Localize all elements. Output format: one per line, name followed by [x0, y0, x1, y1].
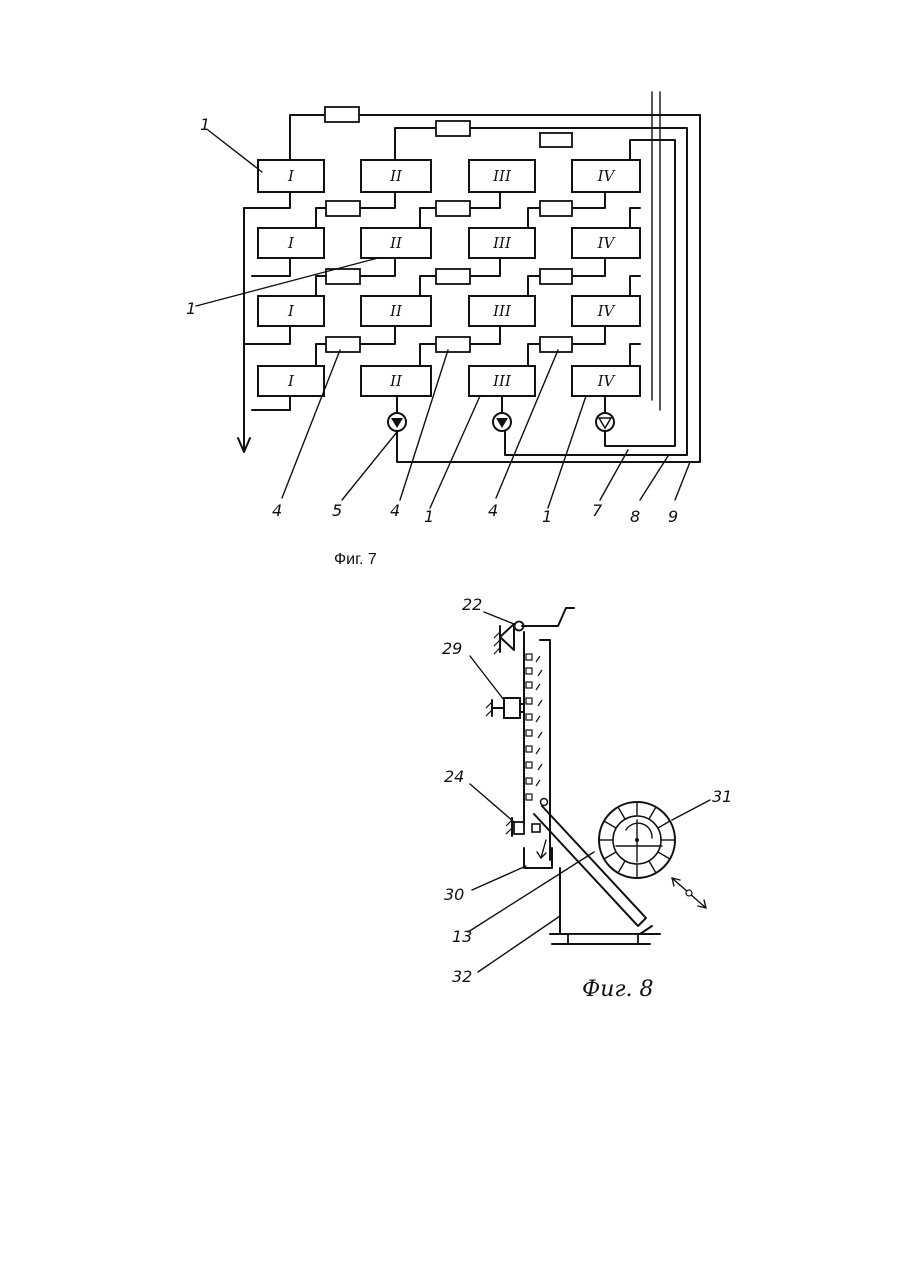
panel-tiles	[526, 654, 542, 800]
callout-leaders	[468, 612, 710, 972]
double-arrow-icon	[672, 878, 706, 908]
unit-label: III	[492, 234, 512, 252]
supply-line-8	[395, 128, 687, 455]
unit-label: IV	[597, 167, 617, 185]
callout-number: 4	[390, 501, 400, 520]
resistor-r2-1	[326, 269, 360, 284]
unit-label: II	[389, 372, 403, 390]
unit-label: III	[492, 372, 512, 390]
unit-label: I	[287, 167, 295, 185]
unit-label: I	[287, 302, 295, 320]
callout-number: 32	[452, 967, 472, 986]
unit-label: IV	[597, 234, 617, 252]
pivot-support	[494, 622, 524, 655]
resistor-r3-3	[540, 337, 572, 352]
callout-number: 4	[272, 501, 282, 520]
unit-label: III	[492, 302, 512, 320]
unit-label: II	[389, 302, 403, 320]
callout-number: 1	[542, 507, 552, 526]
pump-icon	[388, 396, 406, 431]
base-plate	[550, 926, 660, 944]
unit-label: I	[287, 372, 295, 390]
unit-label: IV	[597, 372, 617, 390]
unit-label: III	[492, 167, 512, 185]
unit-label: II	[389, 167, 403, 185]
pump-icon	[493, 396, 511, 431]
figure-7-caption: Фиг. 7	[334, 551, 377, 568]
conveyor-roller	[541, 799, 548, 806]
resistor-r2-2	[436, 269, 470, 284]
callout-number: 22	[462, 595, 482, 614]
callout-number: 1	[186, 299, 196, 318]
unit-label: I	[287, 234, 295, 252]
resistor-top-3	[540, 133, 572, 147]
callout-number: 31	[712, 787, 732, 806]
callout-number: 1	[200, 115, 210, 134]
callout-number: 4	[488, 501, 498, 520]
figure-7: I II III IV I II III IV I II III IV I II…	[186, 92, 700, 568]
flow-arrow	[537, 840, 546, 858]
callout-number: 8	[630, 507, 640, 526]
actuator-29	[486, 698, 524, 718]
callout-number: 1	[424, 507, 434, 526]
collection-tray	[524, 848, 552, 868]
callout-number: 5	[332, 501, 342, 520]
callout-number: 7	[592, 501, 603, 520]
resistor-r2-3	[540, 269, 572, 284]
callout-number: 24	[444, 767, 464, 786]
figure-8-caption: Фиг. 8	[582, 977, 654, 1002]
pump-icon	[596, 396, 614, 431]
resistor-r1-1	[326, 201, 360, 216]
callout-number: 13	[452, 927, 472, 946]
hopper-wall	[522, 608, 574, 626]
resistor-r3-2	[436, 337, 470, 352]
resistor-r1-3	[540, 201, 572, 216]
unit-label: II	[389, 234, 403, 252]
resistor-r3-1	[326, 337, 360, 352]
figure-8: 22 29 24 31 30 13 32 Фиг. 8	[442, 595, 732, 1002]
unit-label: IV	[597, 302, 617, 320]
callout-number: 9	[668, 507, 678, 526]
resistor-r1-2	[436, 201, 470, 216]
resistor-top-1	[325, 107, 359, 122]
drum-roller	[599, 802, 675, 878]
callout-number: 30	[444, 885, 464, 904]
callout-number: 29	[442, 639, 462, 658]
resistor-top-2	[436, 121, 470, 136]
